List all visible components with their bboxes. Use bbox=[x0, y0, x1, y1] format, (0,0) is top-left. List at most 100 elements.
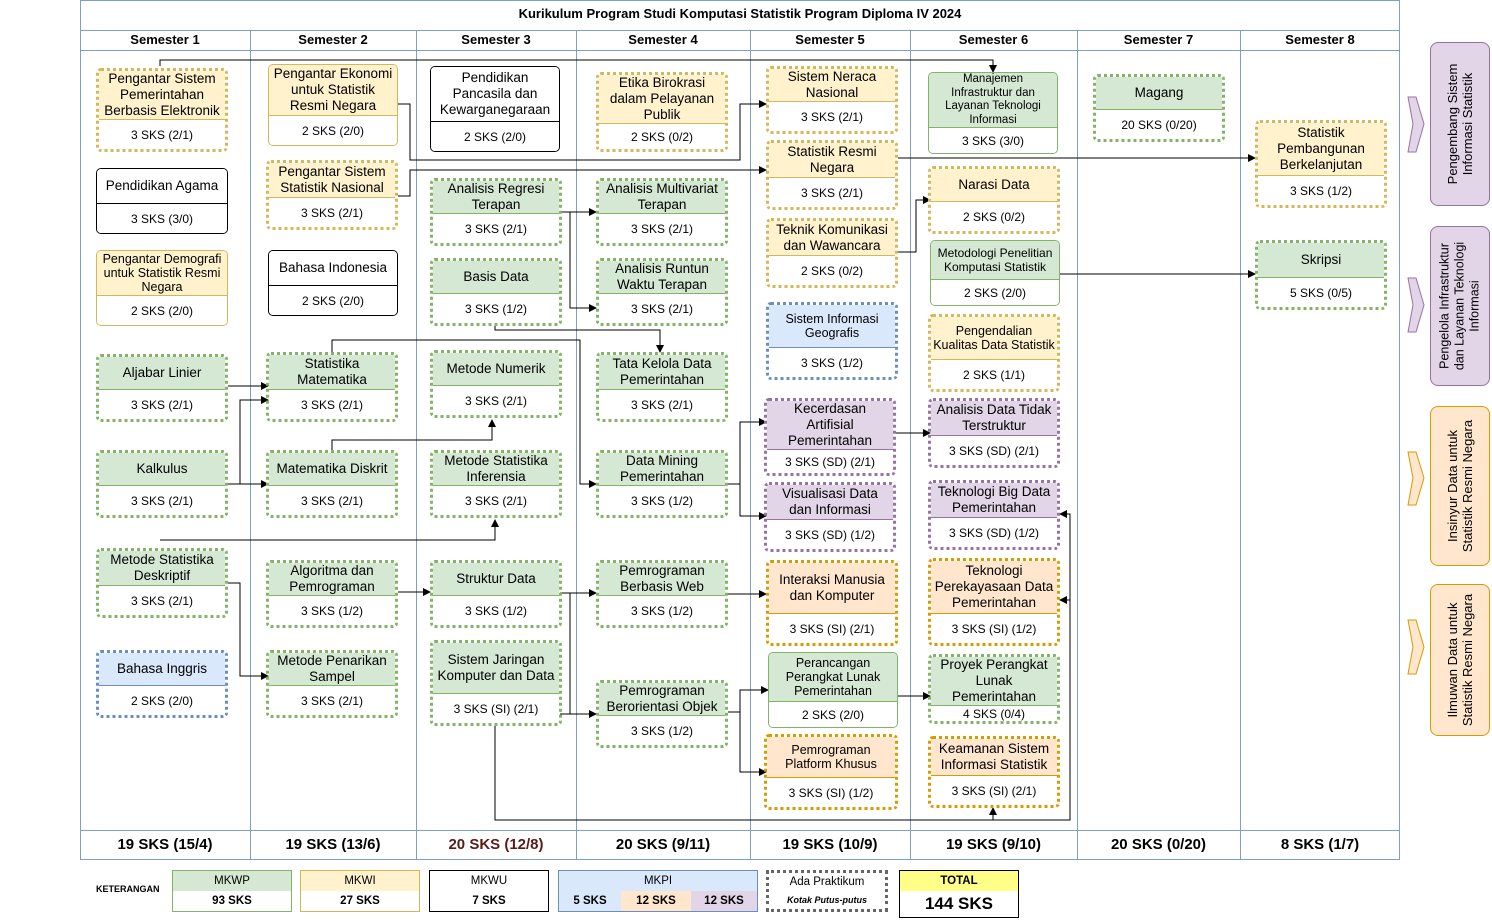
arrow bbox=[569, 212, 597, 312]
course-card[interactable]: Analisis Regresi Terapan 3 SKS (2/1) bbox=[430, 178, 562, 246]
semester-header: Semester 5 bbox=[795, 32, 865, 47]
semester-header: Semester 3 bbox=[461, 32, 531, 47]
course-card[interactable]: Manajemen Infrastruktur dan Layanan Tekn… bbox=[928, 72, 1058, 154]
career-track: Insinyur Data untuk Statistik Resmi Nega… bbox=[1430, 406, 1490, 566]
career-label: Pengembang Sistem Informasi Statistik bbox=[1445, 63, 1475, 185]
course-card[interactable]: Magang 20 SKS (0/20) bbox=[1093, 74, 1225, 142]
divider bbox=[1077, 30, 1078, 860]
course-card[interactable]: Struktur Data 3 SKS (1/2) bbox=[430, 560, 562, 628]
course-name: Manajemen Infrastruktur dan Layanan Tekn… bbox=[929, 73, 1057, 127]
legend-name: Ada Praktikum bbox=[789, 876, 865, 888]
course-sks: 2 SKS (0/2) bbox=[769, 255, 895, 285]
divider bbox=[80, 30, 1400, 31]
semester-header: Semester 8 bbox=[1285, 32, 1355, 47]
legend-name: TOTAL bbox=[900, 871, 1018, 891]
legend-value: 27 SKS bbox=[340, 895, 380, 907]
course-sks: 3 SKS (3/0) bbox=[929, 127, 1057, 153]
legend-praktikum: Ada Praktikum Kotak Putus-putus bbox=[766, 870, 888, 912]
arrow bbox=[728, 686, 769, 713]
course-card[interactable]: Perancangan Perangkat Lunak Pemerintahan… bbox=[768, 652, 898, 728]
course-card[interactable]: Matematika Diskrit 3 SKS (2/1) bbox=[266, 450, 398, 518]
course-card[interactable]: Algoritma dan Pemrograman 3 SKS (1/2) bbox=[266, 560, 398, 628]
course-card[interactable]: Teknologi Big Data Pemerintahan 3 SKS (S… bbox=[928, 480, 1060, 550]
course-name: Basis Data bbox=[433, 261, 559, 293]
course-card[interactable]: Metode Statistika Deskriptif 3 SKS (2/1) bbox=[96, 548, 228, 618]
course-card[interactable]: Pengendalian Kualitas Data Statistik 2 S… bbox=[928, 314, 1060, 392]
course-card[interactable]: Proyek Perangkat Lunak Pemerintahan 4 SK… bbox=[928, 654, 1060, 724]
legend-mkwu: MKWU 7 SKS bbox=[429, 870, 549, 912]
course-card[interactable]: Statistika Matematika 3 SKS (2/1) bbox=[266, 352, 398, 422]
course-card[interactable]: Teknologi Perekayasaan Data Pemerintahan… bbox=[928, 558, 1060, 646]
semester-total: 20 SKS (9/11) bbox=[615, 836, 711, 853]
legend-value: 93 SKS bbox=[212, 895, 252, 907]
divider bbox=[80, 50, 1400, 51]
course-name: Matematika Diskrit bbox=[269, 453, 395, 485]
course-card[interactable]: Narasi Data 2 SKS (0/2) bbox=[928, 166, 1060, 234]
course-card[interactable]: Tata Kelola Data Pemerintahan 3 SKS (2/1… bbox=[596, 352, 728, 422]
divider bbox=[80, 830, 1400, 831]
course-name: Pemrograman Berorientasi Objek bbox=[599, 683, 725, 715]
course-name: Narasi Data bbox=[931, 169, 1057, 201]
course-card[interactable]: Pengantar Ekonomi untuk Statistik Resmi … bbox=[268, 64, 398, 146]
curriculum-frame bbox=[80, 0, 1400, 860]
course-card[interactable]: Keamanan Sistem Informasi Statistik 3 SK… bbox=[928, 736, 1060, 808]
course-card[interactable]: Pemrograman Berorientasi Objek 3 SKS (1/… bbox=[596, 680, 728, 748]
course-card[interactable]: Sistem Neraca Nasional 3 SKS (2/1) bbox=[766, 66, 898, 134]
course-sks: 3 SKS (2/1) bbox=[433, 385, 559, 415]
semester-header: Semester 6 bbox=[958, 32, 1029, 47]
divider bbox=[1240, 30, 1241, 860]
course-name: Metode Numerik bbox=[433, 353, 559, 385]
course-card[interactable]: Skripsi 5 SKS (0/5) bbox=[1255, 240, 1387, 310]
semester-header: Semester 2 bbox=[298, 32, 368, 47]
course-sks: 2 SKS (2/0) bbox=[931, 279, 1059, 305]
course-card[interactable]: Metode Penarikan Sampel 3 SKS (2/1) bbox=[266, 650, 398, 718]
course-card[interactable]: Bahasa Inggris 2 SKS (2/0) bbox=[96, 650, 228, 718]
course-sks: 2 SKS (2/0) bbox=[769, 701, 897, 727]
course-card[interactable]: Statistik Resmi Negara 3 SKS (2/1) bbox=[766, 140, 898, 210]
course-sks: 3 SKS (2/1) bbox=[433, 213, 559, 243]
arrow bbox=[739, 484, 767, 520]
course-card[interactable]: Metode Statistika Inferensia 3 SKS (2/1) bbox=[430, 450, 562, 518]
chevron-icon bbox=[1407, 619, 1425, 675]
course-card[interactable]: Statistik Pembangunan Berkelanjutan 3 SK… bbox=[1255, 120, 1387, 208]
course-card[interactable]: Data Mining Pemerintahan 3 SKS (1/2) bbox=[596, 450, 728, 518]
semester-header: Semester 4 bbox=[628, 32, 698, 47]
course-name: Data Mining Pemerintahan bbox=[599, 453, 725, 485]
course-card[interactable]: Pendidikan Agama 3 SKS (3/0) bbox=[96, 168, 228, 234]
course-card[interactable]: Aljabar Linier 3 SKS (2/1) bbox=[96, 354, 228, 422]
course-card[interactable]: Pemrograman Berbasis Web 3 SKS (1/2) bbox=[596, 560, 728, 628]
course-card[interactable]: Interaksi Manusia dan Komputer 3 SKS (SI… bbox=[766, 560, 898, 646]
semester-total: 8 SKS (1/7) bbox=[1280, 836, 1360, 853]
course-card[interactable]: Analisis Runtun Waktu Terapan 3 SKS (2/1… bbox=[596, 258, 728, 326]
course-card[interactable]: Pemrograman Platform Khusus 3 SKS (SI) (… bbox=[764, 734, 898, 810]
arrow bbox=[728, 418, 767, 485]
course-card[interactable]: Analisis Data Tidak Terstruktur 3 SKS (S… bbox=[928, 398, 1060, 468]
course-name: Teknologi Perekayasaan Data Pemerintahan bbox=[931, 561, 1057, 613]
course-card[interactable]: Etika Birokrasi dalam Pelayanan Publik 2… bbox=[596, 72, 728, 152]
course-sks: 2 SKS (2/0) bbox=[269, 285, 397, 315]
course-sks: 3 SKS (2/1) bbox=[269, 685, 395, 715]
course-card[interactable]: Analisis Multivariat Terapan 3 SKS (2/1) bbox=[596, 178, 728, 246]
semester-total: 19 SKS (9/10) bbox=[945, 836, 1042, 853]
course-card[interactable]: Bahasa Indonesia 2 SKS (2/0) bbox=[268, 250, 398, 316]
course-card[interactable]: Pengantar Demografi untuk Statistik Resm… bbox=[96, 250, 228, 326]
arrow bbox=[398, 100, 767, 161]
course-card[interactable]: Sistem Informasi Geografis 3 SKS (1/2) bbox=[766, 302, 898, 380]
course-name: Magang bbox=[1096, 77, 1222, 109]
course-card[interactable]: Pendidikan Pancasila dan Kewarganegaraan… bbox=[430, 66, 560, 152]
course-card[interactable]: Kalkulus 3 SKS (2/1) bbox=[96, 450, 228, 518]
course-card[interactable]: Basis Data 3 SKS (1/2) bbox=[430, 258, 562, 326]
course-sks: 3 SKS (SD) (1/2) bbox=[767, 519, 893, 549]
course-card[interactable]: Visualisasi Data dan Informasi 3 SKS (SD… bbox=[764, 482, 896, 552]
course-card[interactable]: Pengantar Sistem Pemerintahan Berbasis E… bbox=[96, 68, 228, 152]
course-card[interactable]: Kecerdasan Artifisial Pemerintahan 3 SKS… bbox=[764, 398, 896, 476]
course-card[interactable]: Metodologi Penelitian Komputasi Statisti… bbox=[930, 240, 1060, 306]
course-card[interactable]: Sistem Jaringan Komputer dan Data 3 SKS … bbox=[430, 640, 562, 726]
arrow bbox=[160, 519, 499, 541]
semester-total: 20 SKS (0/20) bbox=[1110, 836, 1207, 853]
course-card[interactable]: Metode Numerik 3 SKS (2/1) bbox=[430, 350, 562, 418]
course-card[interactable]: Pengantar Sistem Statistik Nasional 3 SK… bbox=[266, 160, 398, 230]
legend-value: 5 SKS bbox=[559, 891, 621, 911]
course-card[interactable]: Teknik Komunikasi dan Wawancara 2 SKS (0… bbox=[766, 218, 898, 288]
course-sks: 3 SKS (SI) (1/2) bbox=[931, 613, 1057, 643]
